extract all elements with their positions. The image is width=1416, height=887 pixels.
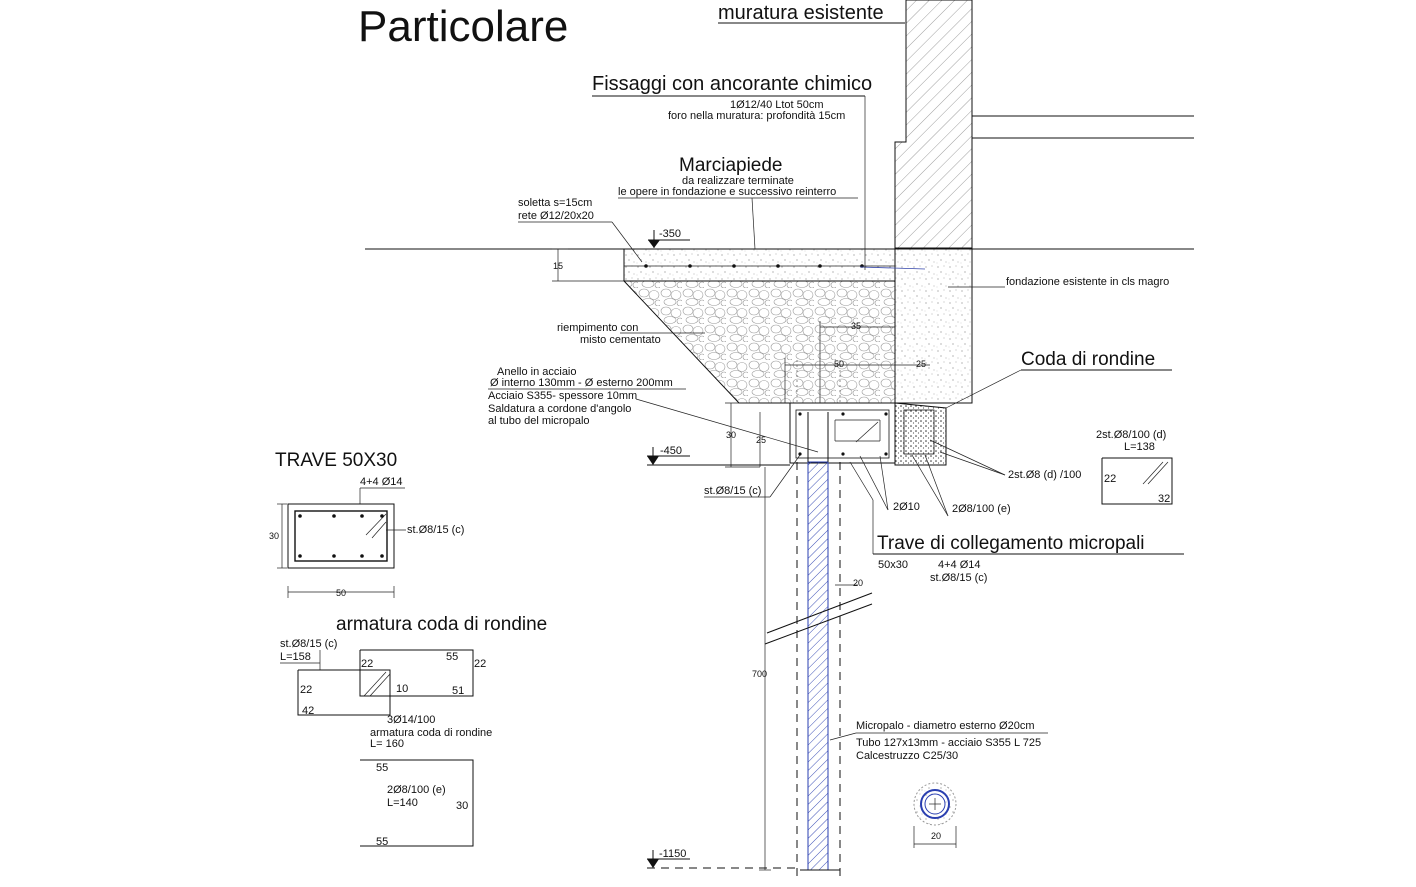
dovetail-reinforcement-shapes xyxy=(297,649,474,847)
level-450: -450 xyxy=(660,445,682,457)
label-fissaggi-2: foro nella muratura: profondità 15cm xyxy=(668,110,845,122)
dim-30: 30 xyxy=(726,430,736,440)
label-trave-coll-st: st.Ø8/15 (c) xyxy=(930,572,987,584)
label-trave-st: st.Ø8/15 (c) xyxy=(407,524,464,536)
arm-dim-10: 10 xyxy=(396,683,408,695)
label-micropalo-2: Tubo 127x13mm - acciaio S355 L 725 xyxy=(856,737,1041,749)
label-arm-3phi: 3Ø14/100 xyxy=(387,714,435,726)
arm-dim-22b: 22 xyxy=(474,658,486,670)
existing-masonry xyxy=(894,0,1194,249)
label-fissaggi-title: Fissaggi con ancorante chimico xyxy=(592,73,872,95)
label-marciapiede-title: Marciapiede xyxy=(679,155,783,176)
label-armatura-title: armatura coda di rondine xyxy=(336,614,547,635)
label-trave-coll-title: Trave di collegamento micropali xyxy=(877,533,1145,554)
label-staffe-d-2: L=138 xyxy=(1124,441,1155,453)
dim-50: 50 xyxy=(834,359,844,369)
label-soletta-2: rete Ø12/20x20 xyxy=(518,210,594,222)
coda-dim-22: 22 xyxy=(1104,473,1116,485)
beam-section xyxy=(277,503,395,598)
label-arm-3phi-3: L= 160 xyxy=(370,738,404,750)
drawing-title: Particolare xyxy=(358,2,568,51)
level-350: -350 xyxy=(659,228,681,240)
dim-700: 700 xyxy=(752,669,767,679)
label-anello-4: Saldatura a cordone d'angolo xyxy=(488,403,631,415)
dim-15: 15 xyxy=(553,261,563,271)
arm-dim-51: 51 xyxy=(452,685,464,697)
label-staffe-right: 2st.Ø8 (d) /100 xyxy=(1008,469,1081,481)
arm-dim-22c: 22 xyxy=(300,684,312,696)
e-dim-55b: 55 xyxy=(376,836,388,848)
level-marker-350 xyxy=(648,230,690,248)
sidewalk-slab xyxy=(623,248,926,282)
micropile xyxy=(764,412,873,880)
level-marker-1150 xyxy=(647,850,800,869)
label-fissaggi-1: 1Ø12/40 Ltot 50cm xyxy=(730,99,824,111)
label-muratura: muratura esistente xyxy=(718,2,884,24)
dovetail-joint xyxy=(894,402,947,466)
level-1150: -1150 xyxy=(659,848,686,860)
dimensions xyxy=(552,248,930,871)
label-trave-coll-dim: 50x30 xyxy=(878,559,908,571)
pile-cross-section xyxy=(913,782,957,848)
stirrup-d-shape xyxy=(1101,457,1173,505)
label-micropalo-1: Micropalo - diametro esterno Ø20cm xyxy=(856,720,1035,732)
beam-dim-w: 50 xyxy=(336,588,346,598)
label-coda-title: Coda di rondine xyxy=(1021,349,1155,370)
dim-35: 35 xyxy=(851,321,861,331)
label-riempimento-2: misto cementato xyxy=(580,334,661,346)
label-anello-1: Anello in acciaio xyxy=(497,366,577,378)
label-trave-coll-bars: 4+4 Ø14 xyxy=(938,559,981,571)
label-2phi8-e: 2Ø8/100 (e) xyxy=(952,503,1011,515)
dim-25b: 25 xyxy=(916,359,926,369)
label-trave-title: TRAVE 50X30 xyxy=(275,450,397,471)
label-arm-e-1: 2Ø8/100 (e) xyxy=(387,784,446,796)
label-arm-st-2: L=158 xyxy=(280,651,311,663)
arm-dim-42: 42 xyxy=(302,705,314,717)
label-fondazione: fondazione esistente in cls magro xyxy=(1006,276,1169,288)
coda-dim-32: 32 xyxy=(1158,493,1170,505)
e-dim-30: 30 xyxy=(456,800,468,812)
label-arm-st-1: st.Ø8/15 (c) xyxy=(280,638,337,650)
arm-dim-55: 55 xyxy=(446,651,458,663)
beam-dim-h: 30 xyxy=(269,531,279,541)
dim-20: 20 xyxy=(853,578,863,588)
label-marciapiede-1: da realizzare terminate xyxy=(682,175,794,187)
label-arm-3phi-2: armatura coda di rondine xyxy=(370,727,492,739)
arm-dim-22a: 22 xyxy=(361,658,373,670)
label-riempimento-1: riempimento con xyxy=(557,322,638,334)
level-marker-450 xyxy=(647,447,790,466)
label-staffe-d-1: 2st.Ø8/100 (d) xyxy=(1096,429,1166,441)
label-soletta-1: soletta s=15cm xyxy=(518,197,592,209)
e-dim-55a: 55 xyxy=(376,762,388,774)
label-micropalo-3: Calcestruzzo C25/30 xyxy=(856,750,958,762)
label-anello-5: al tubo del micropalo xyxy=(488,415,590,427)
label-anello-3: Acciaio S355- spessore 10mm xyxy=(488,390,637,402)
label-anello-2: Ø interno 130mm - Ø esterno 200mm xyxy=(490,377,673,389)
label-2phi10: 2Ø10 xyxy=(893,501,920,513)
label-st-c: st.Ø8/15 (c) xyxy=(704,485,761,497)
existing-foundation xyxy=(894,248,973,404)
label-arm-e-2: L=140 xyxy=(387,797,418,809)
label-trave-bars: 4+4 Ø14 xyxy=(360,476,403,488)
dim-25: 25 xyxy=(756,435,766,445)
connecting-beam xyxy=(789,402,896,464)
label-marciapiede-2: le opere in fondazione e successivo rein… xyxy=(618,186,836,198)
pile-dim-20: 20 xyxy=(931,831,941,841)
